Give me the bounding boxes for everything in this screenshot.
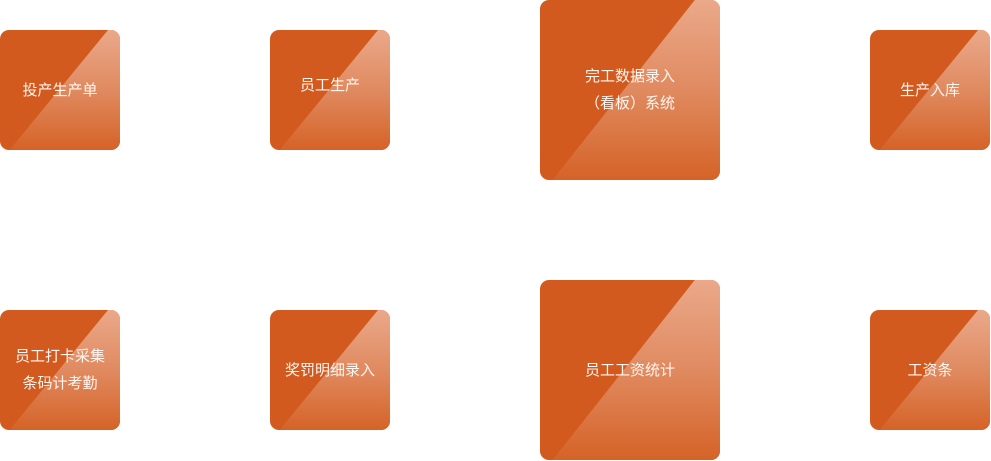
attendance-box[interactable]: 员工打卡采集 条码计考勤: [0, 310, 120, 430]
box-label: 员工打卡采集 条码计考勤: [14, 347, 105, 392]
employee-production-box[interactable]: 员工生产: [270, 30, 390, 150]
completion-entry-box[interactable]: 完工数据录入 （看板）系统: [540, 0, 720, 180]
box-label: 投产生产单: [22, 80, 98, 99]
salary-statistics-box[interactable]: 员工工资统计: [540, 280, 720, 460]
production-order-box[interactable]: 投产生产单: [0, 30, 120, 150]
payslip-box[interactable]: 工资条: [870, 310, 990, 430]
box-label: 奖罚明细录入: [284, 360, 375, 379]
box-label: 生产入库: [899, 80, 960, 99]
box-label: 工资条: [907, 360, 953, 379]
box-label: 员工生产: [299, 75, 360, 94]
box-label: 员工工资统计: [584, 360, 675, 379]
box-label: 完工数据录入 （看板）系统: [584, 67, 675, 112]
reward-penalty-box[interactable]: 奖罚明细录入: [270, 310, 390, 430]
warehouse-entry-box[interactable]: 生产入库: [870, 30, 990, 150]
